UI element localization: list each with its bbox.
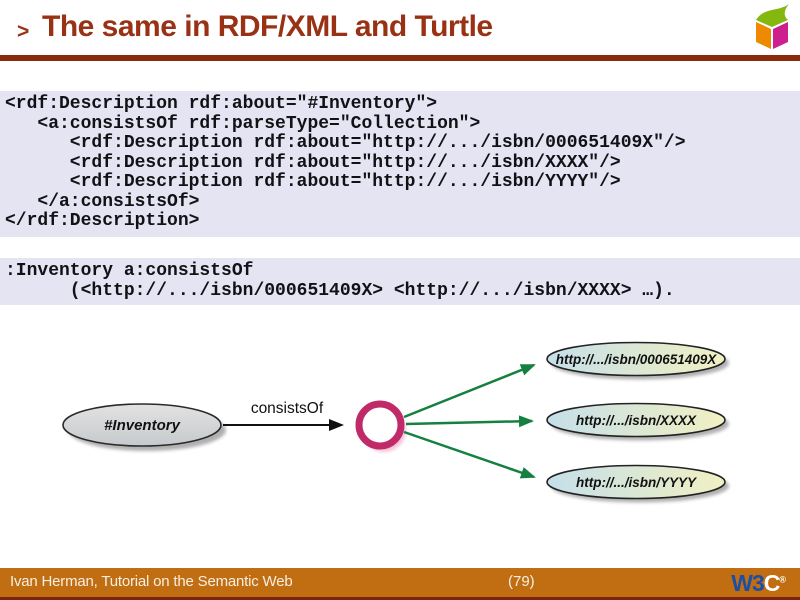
isbn3-node-label: http://.../isbn/YYYY [576, 475, 698, 490]
footer-author: Ivan Herman, Tutorial on the Semantic We… [10, 573, 293, 590]
cube-right-face [773, 22, 788, 49]
w3c-logo-reg: ® [779, 574, 786, 585]
footer-bar: Ivan Herman, Tutorial on the Semantic We… [0, 568, 800, 600]
rdfxml-code: <rdf:Description rdf:about="#Inventory">… [5, 94, 686, 231]
rdfxml-code-block: <rdf:Description rdf:about="#Inventory">… [0, 91, 800, 237]
consistsof-label: consistsOf [251, 400, 324, 417]
cube-left-face [756, 22, 771, 49]
inventory-node-label: #Inventory [104, 417, 181, 434]
page-title-marker: > [17, 20, 30, 43]
footer-bottom-strip [0, 597, 800, 600]
footer-page-number: (79) [508, 573, 535, 590]
arrow-to-isbn3 [403, 430, 536, 479]
cube-icon [756, 4, 789, 49]
turtle-code: :Inventory a:consistsOf (<http://.../isb… [5, 261, 675, 301]
w3c-logo-c: C [763, 570, 781, 596]
title-underline [0, 55, 800, 61]
w3c-logo-w3: W3 [731, 570, 764, 596]
isbn2-node [546, 402, 726, 438]
collection-node [355, 400, 405, 450]
rdf-graph-diagram: #Inventory consistsOf http://.../isbn/00… [62, 341, 729, 503]
cube-top-face [756, 4, 789, 27]
turtle-code-block: :Inventory a:consistsOf (<http://.../isb… [0, 258, 800, 305]
isbn1-node-label: http://.../isbn/000651409X [556, 352, 718, 367]
isbn1-node [546, 341, 726, 377]
page-title: The same in RDF/XML and Turtle [42, 10, 493, 43]
inventory-node [62, 403, 222, 447]
arrow-to-isbn1 [403, 363, 536, 419]
isbn3-node [546, 464, 726, 500]
w3c-logo: W3C® [731, 570, 786, 597]
isbn2-node-label: http://.../isbn/XXXX [576, 413, 697, 428]
arrow-to-isbn2 [405, 415, 534, 428]
